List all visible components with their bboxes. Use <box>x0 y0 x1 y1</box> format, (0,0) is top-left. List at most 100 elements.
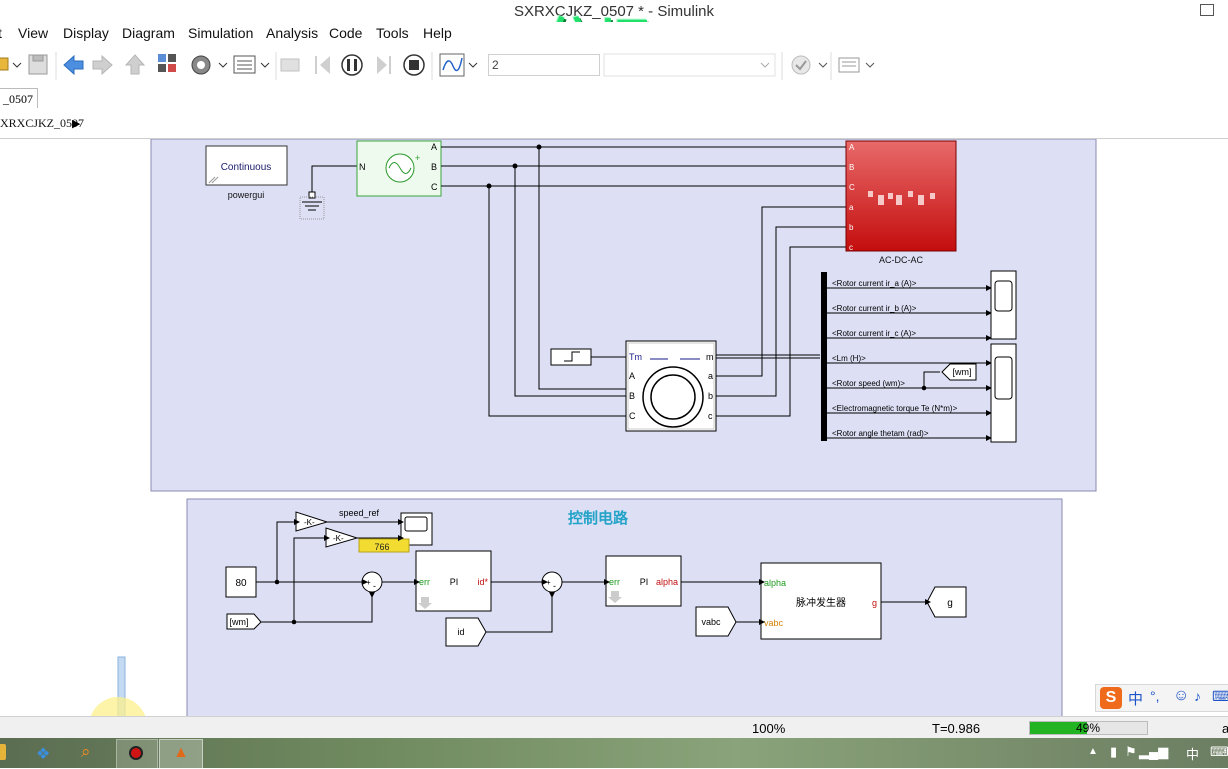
menu-tools[interactable]: Tools <box>376 25 409 41</box>
device-icon[interactable]: ▮ <box>1110 744 1118 759</box>
network-icon[interactable]: ▂▄▆ <box>1139 744 1169 759</box>
goto-wm[interactable]: [wm] <box>941 363 977 381</box>
scroll-indicator <box>117 656 126 716</box>
status-bar: 100% T=0.986 49% a <box>0 716 1228 739</box>
recorder-app[interactable] <box>116 739 158 769</box>
tray-ime-icon[interactable]: ⌨ <box>1210 744 1228 759</box>
menu-display[interactable]: Display <box>63 25 109 41</box>
sim-time: T=0.986 <box>932 721 981 736</box>
machine-block[interactable]: Tm A B C m a b c <box>625 340 717 432</box>
bus-arrowhead <box>986 385 992 391</box>
from-vabc[interactable]: vabc <box>695 606 737 637</box>
maximize-button[interactable] <box>1200 4 1214 16</box>
powergui-mode: Continuous <box>221 162 272 173</box>
menu-view[interactable]: View <box>18 25 49 41</box>
bus-signal-label: <Rotor angle thetam (rad)> <box>832 429 929 438</box>
toolbar-icons <box>0 52 875 80</box>
source-port-a: A <box>431 142 437 152</box>
bus-selector[interactable] <box>821 272 827 441</box>
step-back-icon <box>280 58 300 72</box>
svg-text:-: - <box>553 581 556 591</box>
converter-name: AC-DC-AC <box>879 255 923 265</box>
bus-signal-lines: <Rotor current ir_a (A)><Rotor current i… <box>827 279 992 441</box>
microphone-icon[interactable]: ♪ <box>1194 688 1201 704</box>
bus-arrowhead <box>986 360 992 366</box>
windows-start-icon[interactable]: ❖ <box>36 746 51 763</box>
bus-arrowhead <box>986 310 992 316</box>
explorer-icon[interactable] <box>0 744 6 760</box>
matlab-app[interactable]: ▲ <box>159 739 203 769</box>
search-icon[interactable]: ⌕ <box>81 742 91 761</box>
power-wires <box>441 146 846 417</box>
diagram-svg[interactable]: Continuous powergui + N A B C <box>0 139 1228 716</box>
ime-punct[interactable]: °, <box>1150 688 1160 704</box>
svg-text:脉冲发生器: 脉冲发生器 <box>796 596 846 609</box>
control-title: 控制电路 <box>568 509 629 527</box>
machine-port-m: m <box>706 352 714 362</box>
tab-model[interactable]: _0507 <box>0 88 38 108</box>
open-icon <box>0 57 9 71</box>
svg-text:PI: PI <box>640 577 649 587</box>
bus-signal-label: <Rotor current ir_a (A)> <box>832 279 917 288</box>
conv-port-c-lower: c <box>849 243 853 252</box>
speed-ref-label: speed_ref <box>339 508 380 518</box>
wm-branch-line <box>923 371 940 388</box>
matlab-icon: ▲ <box>173 744 189 761</box>
scope-block-1[interactable] <box>990 270 1017 340</box>
goto-g[interactable]: g <box>926 586 967 618</box>
reset-arrow-icon <box>418 597 432 609</box>
breadcrumb[interactable]: XRXCJKZ_0507 <box>0 116 85 130</box>
svg-text:id: id <box>457 627 464 637</box>
pi-controller-1[interactable]: err PI id* <box>415 550 492 612</box>
menu-analysis[interactable]: Analysis <box>266 25 319 41</box>
svg-text:vabc: vabc <box>764 618 784 628</box>
svg-text:+: + <box>415 153 420 163</box>
conv-port-b: B <box>849 163 854 172</box>
keyboard-icon[interactable]: ⌨ <box>1212 688 1228 704</box>
step-block[interactable] <box>550 348 626 366</box>
ime-toolbar[interactable]: S 中 °, ☺ ♪ ⌨ <box>1095 684 1228 712</box>
progress-bar: 49% <box>1029 721 1148 735</box>
sogou-icon: S <box>1100 687 1122 709</box>
from-id[interactable]: id <box>445 617 487 647</box>
converter-pattern <box>868 191 935 205</box>
stop-time-input[interactable] <box>488 54 600 76</box>
rewind-icon <box>320 56 330 74</box>
volume-icon[interactable]: ♪ <box>1163 744 1170 759</box>
record-icon <box>129 746 143 760</box>
pi-controller-2[interactable]: err PI alpha <box>605 555 682 607</box>
conv-port-c: C <box>849 183 855 192</box>
scope-block-2[interactable] <box>990 343 1017 443</box>
svg-text:g: g <box>947 598 953 609</box>
svg-text:+: + <box>366 578 371 587</box>
conv-port-a-lower: a <box>849 203 854 212</box>
flag-icon[interactable]: ⚑ <box>1125 744 1137 759</box>
title-bar: SXRXCJKZ_0507 * - Simulink <box>0 0 1228 22</box>
ac-source-block[interactable]: + N A B C <box>356 140 442 197</box>
menu-diagram[interactable]: Diagram <box>122 25 175 41</box>
simulation-mode-select <box>603 53 776 77</box>
taskbar: ❖ ⌕ ▲ ▲ ▮ ⚑ ▂▄▆ ♪ 中 ⌨ <box>0 738 1228 769</box>
ime-lang[interactable]: 中 <box>1128 690 1144 708</box>
bus-signal-label: <Lm (H)> <box>832 354 866 363</box>
powergui-block[interactable]: Continuous powergui <box>205 145 288 200</box>
emoji-icon[interactable]: ☺ <box>1173 687 1190 704</box>
up-icon <box>124 54 146 75</box>
menu-edit-partial[interactable]: t <box>0 25 2 41</box>
from-wm[interactable]: [wm] <box>226 613 262 630</box>
ground-block[interactable] <box>299 165 357 220</box>
svg-text:766: 766 <box>374 542 389 552</box>
constant-block[interactable]: 80 <box>225 566 257 598</box>
tray-expand-icon[interactable]: ▲ <box>1088 746 1098 757</box>
menu-code[interactable]: Code <box>329 25 363 41</box>
menu-help[interactable]: Help <box>423 25 452 41</box>
menu-simulation[interactable]: Simulation <box>188 25 254 41</box>
tray-lang[interactable]: 中 <box>1186 748 1200 763</box>
bus-arrowhead <box>986 410 992 416</box>
converter-block[interactable]: A B C a b c AC-DC-AC <box>845 140 957 265</box>
svg-text:alpha: alpha <box>764 578 786 588</box>
diagram-canvas[interactable]: Continuous powergui + N A B C <box>0 139 1228 755</box>
breadcrumb-arrow-icon[interactable]: ▶ <box>72 118 81 130</box>
pulse-generator-block[interactable]: alpha vabc 脉冲发生器 g <box>760 562 882 640</box>
svg-text:-: - <box>373 581 376 591</box>
